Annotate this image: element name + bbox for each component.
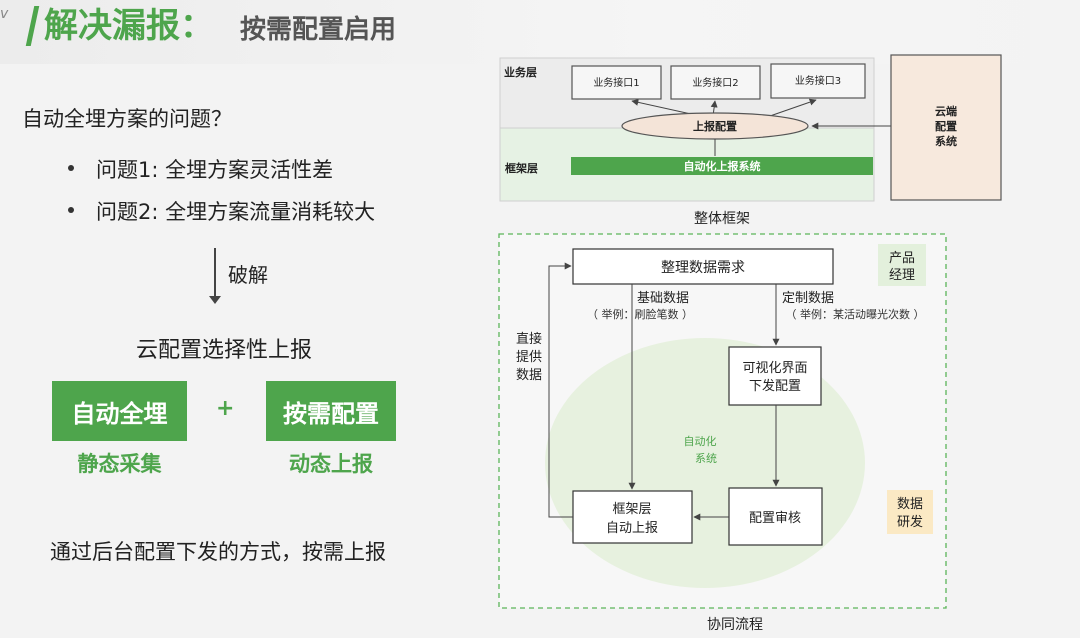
arrow-to-interface bbox=[769, 98, 817, 117]
auto-system-zone-label: 系统 bbox=[695, 452, 717, 465]
question-heading: 自动全埋方案的问题？ bbox=[22, 107, 232, 131]
product-manager-label: 经理 bbox=[889, 268, 915, 283]
basic-data-example: （ 举例：刷脸笔数 ） bbox=[587, 307, 693, 321]
product-manager-label: 产品 bbox=[889, 251, 915, 266]
bullet-item: 问题1: 全埋方案灵活性差 bbox=[96, 158, 334, 182]
on-demand-config-box: 按需配置 bbox=[266, 381, 396, 441]
corner-mark: v bbox=[0, 6, 9, 22]
basic-data-label: 基础数据 bbox=[637, 291, 689, 306]
direct-supply-label: 数据 bbox=[516, 368, 542, 383]
framework-layer-label: 框架层 bbox=[505, 161, 538, 175]
bullet-dot bbox=[68, 165, 74, 171]
bullet-item: 问题2: 全埋方案流量消耗较大 bbox=[96, 200, 376, 224]
custom-data-label: 定制数据 bbox=[782, 291, 834, 306]
auto-full-tracking-box: 自动全埋 bbox=[52, 381, 187, 441]
custom-data-example: （ 举例：某活动曝光次数 ） bbox=[786, 307, 925, 321]
data-dev-label: 研发 bbox=[897, 514, 923, 530]
overall-framework-caption: 整体框架 bbox=[694, 211, 750, 227]
business-layer-label: 业务层 bbox=[504, 65, 537, 79]
framework-auto-report-box bbox=[572, 490, 693, 544]
cloud-config-label: 云配置选择性上报 bbox=[136, 338, 313, 363]
config-review-label: 配置审核 bbox=[749, 511, 801, 526]
direct-supply-label: 直接 bbox=[516, 331, 542, 347]
slide-subtitle: 按需配置启用 bbox=[240, 15, 397, 45]
business-interface-box bbox=[670, 65, 761, 100]
report-config-label: 上报配置 bbox=[693, 119, 737, 133]
visual-ui-config-box bbox=[728, 346, 822, 406]
conclusion-text: 通过后台配置下发的方式，按需上报 bbox=[50, 540, 386, 564]
cloud-config-system-box bbox=[890, 54, 1002, 201]
plus-sign: + bbox=[216, 396, 235, 421]
organize-needs-label: 整理数据需求 bbox=[661, 260, 745, 276]
direct-supply-loop-arrow bbox=[548, 262, 573, 518]
business-interface-box bbox=[770, 63, 866, 99]
framework-auto-report-label: 框架层 bbox=[612, 502, 651, 517]
collaboration-flow-diagram: 自动化 系统 产品 经理 数据 研发 整理数据需求 基础数据 （ 举例：刷脸笔数… bbox=[498, 233, 947, 633]
break-arrow-line bbox=[214, 248, 216, 298]
business-interface-label: 业务接口2 bbox=[692, 76, 738, 89]
auto-system-zone-label: 自动化 bbox=[684, 434, 717, 448]
direct-supply-label: 提供 bbox=[516, 349, 542, 365]
business-interface-label: 业务接口1 bbox=[593, 76, 639, 89]
slide-header bbox=[0, 0, 1080, 64]
static-collection-caption: 静态采集 bbox=[77, 452, 162, 476]
cloud-config-line: 系统 bbox=[935, 134, 957, 148]
dynamic-report-caption: 动态上报 bbox=[289, 452, 373, 476]
auto-report-system-label: 自动化上报系统 bbox=[684, 159, 761, 173]
slide-title: 解决漏报： bbox=[44, 4, 214, 48]
bullet-dot bbox=[68, 207, 74, 213]
slide-title-colon: ： bbox=[180, 6, 214, 46]
break-label: 破解 bbox=[228, 263, 268, 287]
down-arrow-icon bbox=[209, 296, 221, 304]
collaboration-flow-caption: 协同流程 bbox=[707, 617, 763, 633]
data-dev-label: 数据 bbox=[897, 497, 923, 512]
product-manager-badge bbox=[878, 244, 926, 286]
framework-auto-report-label: 自动上报 bbox=[606, 521, 658, 536]
overall-framework-diagram: 业务层 框架层 业务接口1 业务接口2 业务接口3 上报配置 自动化上报系统 云… bbox=[499, 54, 1002, 227]
visual-ui-config-label: 可视化界面 bbox=[742, 361, 807, 376]
cloud-config-line: 云端 bbox=[935, 104, 957, 118]
business-interface-label: 业务接口3 bbox=[795, 74, 841, 87]
data-dev-badge bbox=[887, 490, 933, 534]
config-review-box bbox=[728, 487, 823, 546]
visual-ui-config-label: 下发配置 bbox=[749, 378, 801, 394]
slide-title-main: 解决漏报 bbox=[44, 6, 180, 46]
cloud-config-line: 配置 bbox=[935, 119, 957, 133]
organize-needs-box bbox=[572, 248, 834, 285]
auto-report-system-bar bbox=[571, 157, 873, 175]
business-interface-box bbox=[571, 65, 662, 100]
